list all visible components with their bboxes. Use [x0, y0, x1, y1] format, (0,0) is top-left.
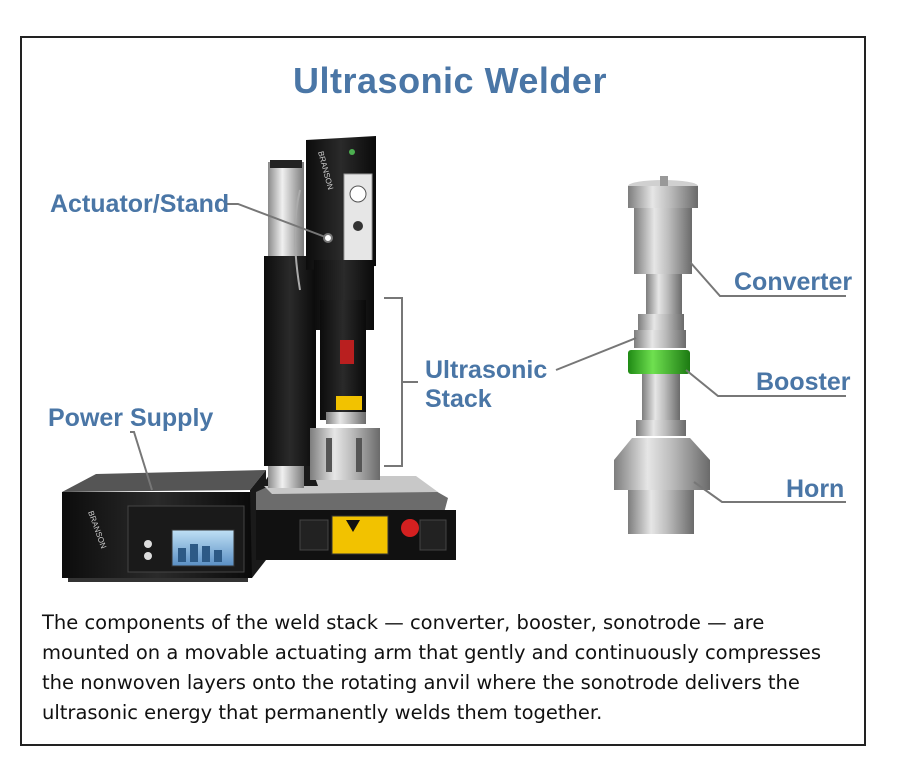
label-booster: Booster [756, 368, 851, 396]
actuator-leader-dot [323, 233, 333, 243]
label-actuator-stand: Actuator/Stand [50, 190, 230, 218]
power-supply-unit: BRANSON [62, 470, 266, 582]
horn-leader-line [693, 481, 846, 503]
weld-stack-components [614, 176, 710, 534]
diagram-frame [20, 36, 866, 746]
power-supply-leader-line [130, 431, 153, 491]
stack-leader-line [555, 337, 637, 371]
converter-leader-line [689, 261, 846, 297]
label-ultrasonic-stack-line2: Stack [425, 385, 492, 413]
ultrasonic-stack-bracket [384, 297, 418, 467]
actuator-base [256, 476, 456, 560]
label-power-supply: Power Supply [48, 404, 214, 432]
diagram-caption: The components of the weld stack — conve… [42, 611, 822, 724]
diagram-title: Ultrasonic Welder [293, 60, 607, 101]
label-ultrasonic-stack-line1: Ultrasonic [425, 356, 548, 384]
actuator-leader-line [226, 203, 329, 239]
label-converter: Converter [734, 268, 853, 296]
label-horn: Horn [786, 475, 845, 503]
actuator-stand [262, 160, 318, 488]
booster-leader-line [685, 369, 846, 397]
